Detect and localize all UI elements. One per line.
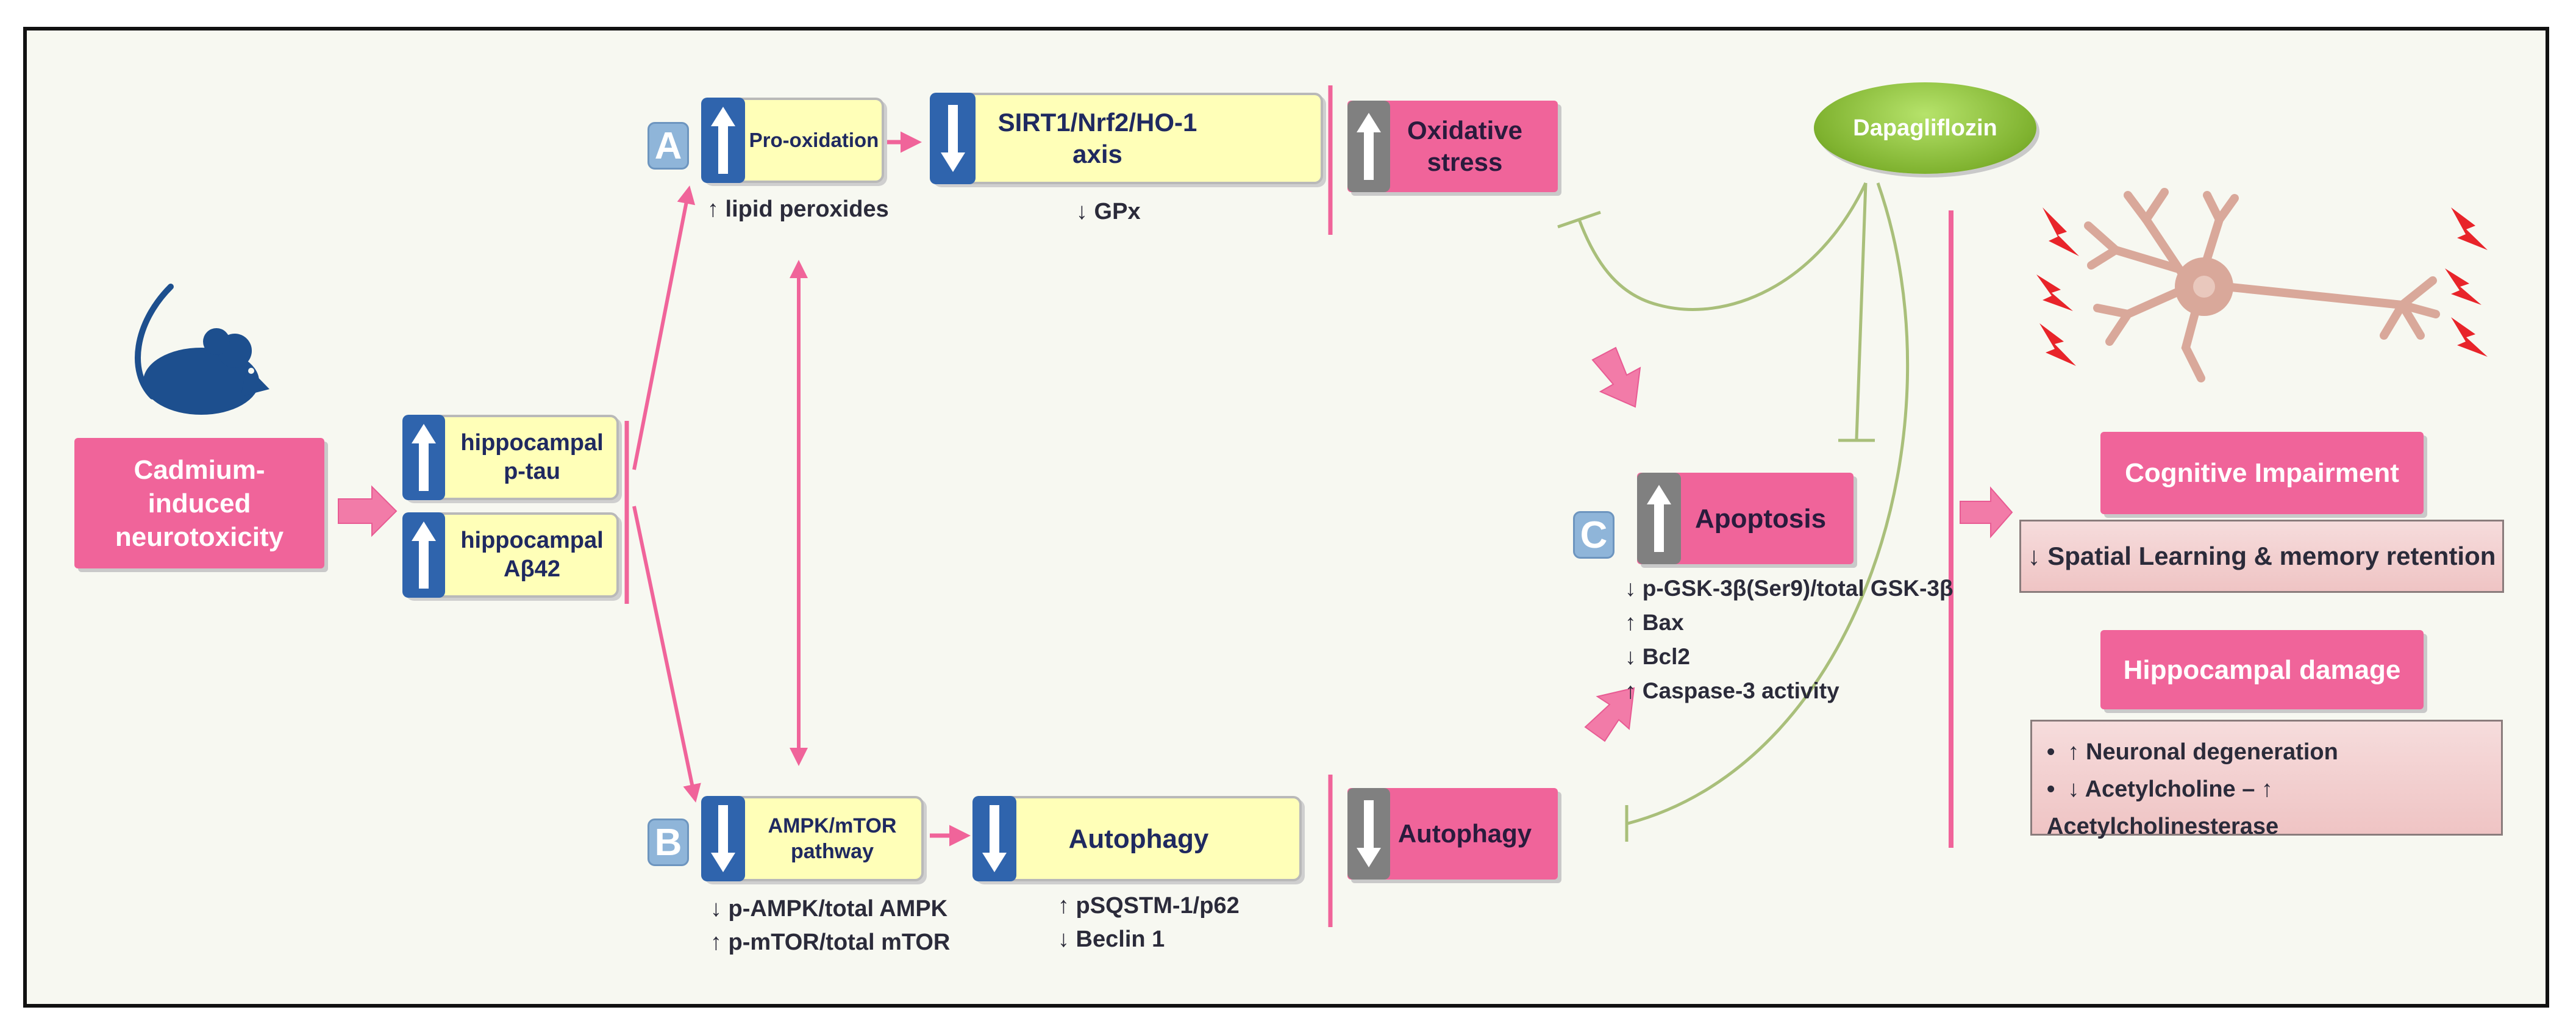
apoptosis-note-4: ↑ Caspase-3 activity — [1625, 678, 1839, 703]
bullet: • — [2047, 739, 2055, 765]
fat-arrow-inducer — [338, 485, 398, 537]
cognitive-impairment-box: Cognitive Impairment — [2100, 432, 2424, 514]
pathway-a-letter: A — [648, 122, 689, 170]
autophagy-outcome-label: Autophagy — [1397, 819, 1532, 848]
neuron-icon — [2036, 188, 2488, 382]
cognitive-note: ↓ Spatial Learning & memory retention — [2027, 542, 2496, 570]
lightning-icon — [2036, 207, 2488, 366]
cognitive-note-box: ↓ Spatial Learning & memory retention — [2019, 520, 2504, 593]
apoptosis-note-2: ↑ Bax — [1625, 610, 1684, 635]
apoptosis-note-3: ↓ Bcl2 — [1625, 644, 1690, 669]
autophagy-box — [972, 796, 1302, 881]
marker-p-tau-label: hippocampal p-tau — [460, 429, 604, 485]
damage-note-row-1: • ↑ Neuronal degeneration — [2047, 734, 2501, 771]
sirt1-axis-note: ↓ GPx — [1076, 199, 1141, 224]
up-arrow-icon — [1347, 101, 1390, 192]
marker-abeta-label: hippocampal Aβ42 — [460, 527, 604, 582]
damage-note-2: ↓ Acetylcholine – ↑ Acetylcholinesterase — [2047, 776, 2279, 839]
apoptosis-note-1: ↓ p-GSK-3β(Ser9)/total GSK-3β — [1625, 576, 1953, 601]
fat-arrow-oxidative-to-apoptosis — [1591, 346, 1641, 408]
hippocampal-damage-box: Hippocampal damage — [2100, 630, 2424, 709]
up-arrow-icon — [701, 98, 745, 183]
ampk-note-1: ↓ p-AMPK/total AMPK — [710, 896, 948, 922]
inducer-box: Cadmium-induced neurotoxicity — [74, 438, 324, 568]
damage-note-1: ↑ Neuronal degeneration — [2068, 739, 2338, 765]
ampk-note-2: ↑ p-mTOR/total mTOR — [710, 930, 951, 955]
up-arrow-icon — [402, 512, 445, 598]
down-arrow-icon — [930, 93, 976, 184]
inhibition-curves — [1557, 182, 1910, 842]
down-arrow-icon — [701, 796, 745, 881]
ampk-label: AMPK/mTOR pathway — [768, 814, 897, 864]
dapagliflozin-node: Dapagliflozin — [1814, 82, 2036, 174]
fat-arrow-autophagy-to-apoptosis — [1584, 687, 1635, 742]
pathway-c-letter: C — [1573, 511, 1614, 559]
down-arrow-icon — [1347, 788, 1390, 880]
pro-oxidation-label: Pro-oxidation — [749, 129, 879, 152]
damage-notes-box: • ↑ Neuronal degeneration • ↓ Acetylchol… — [2030, 720, 2503, 839]
hippocampal-damage-label: Hippocampal damage — [2123, 654, 2401, 685]
fat-arrow-to-results — [1960, 486, 2013, 539]
down-arrow-icon — [972, 796, 1016, 881]
oxidative-stress-label: Oxidative stress — [1407, 115, 1523, 177]
pathway-b-letter: B — [648, 819, 689, 866]
up-arrow-icon — [1637, 473, 1681, 564]
up-arrow-icon — [402, 415, 445, 500]
autophagy-note-1: ↑ pSQSTM-1/p62 — [1058, 893, 1240, 919]
autophagy-note-2: ↓ Beclin 1 — [1058, 926, 1165, 952]
sirt1-axis-label: SIRT1/Nrf2/HO-1 axis — [997, 107, 1197, 169]
autophagy-label: Autophagy — [1068, 823, 1209, 854]
arrow-to-pathway-b — [632, 506, 701, 803]
mouse-icon — [135, 284, 269, 415]
pro-oxidation-note: ↑ lipid peroxides — [707, 196, 889, 222]
dapagliflozin-label: Dapagliflozin — [1853, 115, 1997, 141]
arrow-to-pathway-a — [632, 185, 696, 470]
bullet: • — [2047, 776, 2055, 802]
sirt1-axis-box — [930, 93, 1323, 184]
inducer-label: Cadmium-induced neurotoxicity — [115, 454, 284, 552]
cognitive-impairment-label: Cognitive Impairment — [2125, 458, 2399, 488]
apoptosis-label: Apoptosis — [1694, 503, 1827, 534]
damage-note-row-2: • ↓ Acetylcholine – ↑ Acetylcholinestera… — [2047, 771, 2501, 845]
